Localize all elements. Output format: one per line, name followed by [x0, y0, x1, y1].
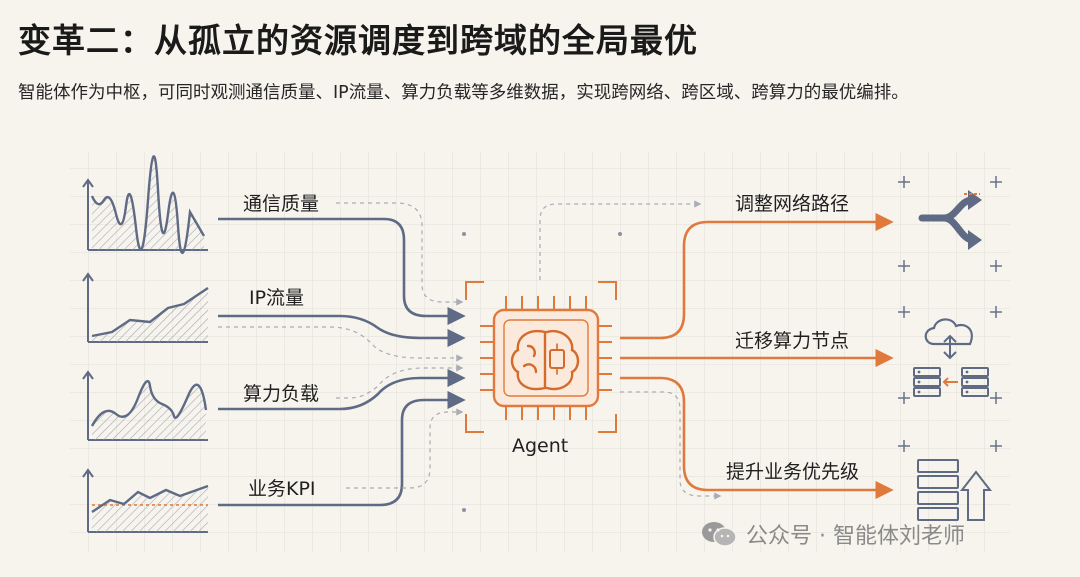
chart-icon-business-kpi — [82, 468, 209, 533]
chart-icon-compute-load — [82, 370, 208, 441]
cloud-server-migrate-icon — [898, 306, 1002, 404]
chart-icon-signal-quality — [82, 155, 208, 254]
page-title: 变革二：从孤立的资源调度到跨域的全局最优 — [18, 21, 698, 60]
wechat-logo-icon — [702, 522, 737, 547]
output-label-route: 调整网络路径 — [735, 193, 849, 215]
chart-icon-ip-traffic — [82, 272, 209, 343]
dashed-connector-3 — [336, 364, 464, 399]
watermark: 公众号 · 智能体刘老师 — [700, 518, 965, 550]
watermark-text: 公众号 · 智能体刘老师 — [746, 524, 965, 549]
output-label-migrate: 迁移算力节点 — [735, 330, 849, 352]
input-label-compute-load: 算力负载 — [243, 383, 319, 405]
input-label-business-kpi: 业务KPI — [248, 478, 316, 500]
input-connector-ip-traffic — [218, 314, 466, 348]
dashed-connector-2 — [218, 326, 464, 362]
output-connector-route — [620, 212, 894, 340]
dashed-connector-4 — [346, 408, 464, 489]
output-connector-priority — [620, 376, 894, 500]
priority-stack-icon — [898, 440, 1002, 521]
route-split-icon — [898, 176, 1002, 272]
input-connector-compute-load — [218, 368, 466, 411]
input-connector-signal-quality — [218, 217, 466, 326]
input-label-signal-quality: 通信质量 — [243, 193, 319, 215]
grid-markers — [462, 232, 622, 512]
agent-node[interactable] — [465, 281, 617, 433]
page-subtitle: 智能体作为中枢，可同时观测通信质量、IP流量、算力负载等多维数据，实现跨网络、跨… — [18, 83, 909, 103]
dashed-connector-bottom — [620, 391, 722, 500]
input-connector-business-kpi — [218, 390, 466, 507]
dashed-connector-1 — [336, 202, 464, 306]
input-label-ip-traffic: IP流量 — [249, 287, 304, 309]
dashed-connector-top — [539, 200, 702, 280]
output-label-priority: 提升业务优先级 — [726, 461, 859, 483]
brain-chip-icon — [510, 329, 580, 391]
agent-label: Agent — [512, 435, 568, 457]
